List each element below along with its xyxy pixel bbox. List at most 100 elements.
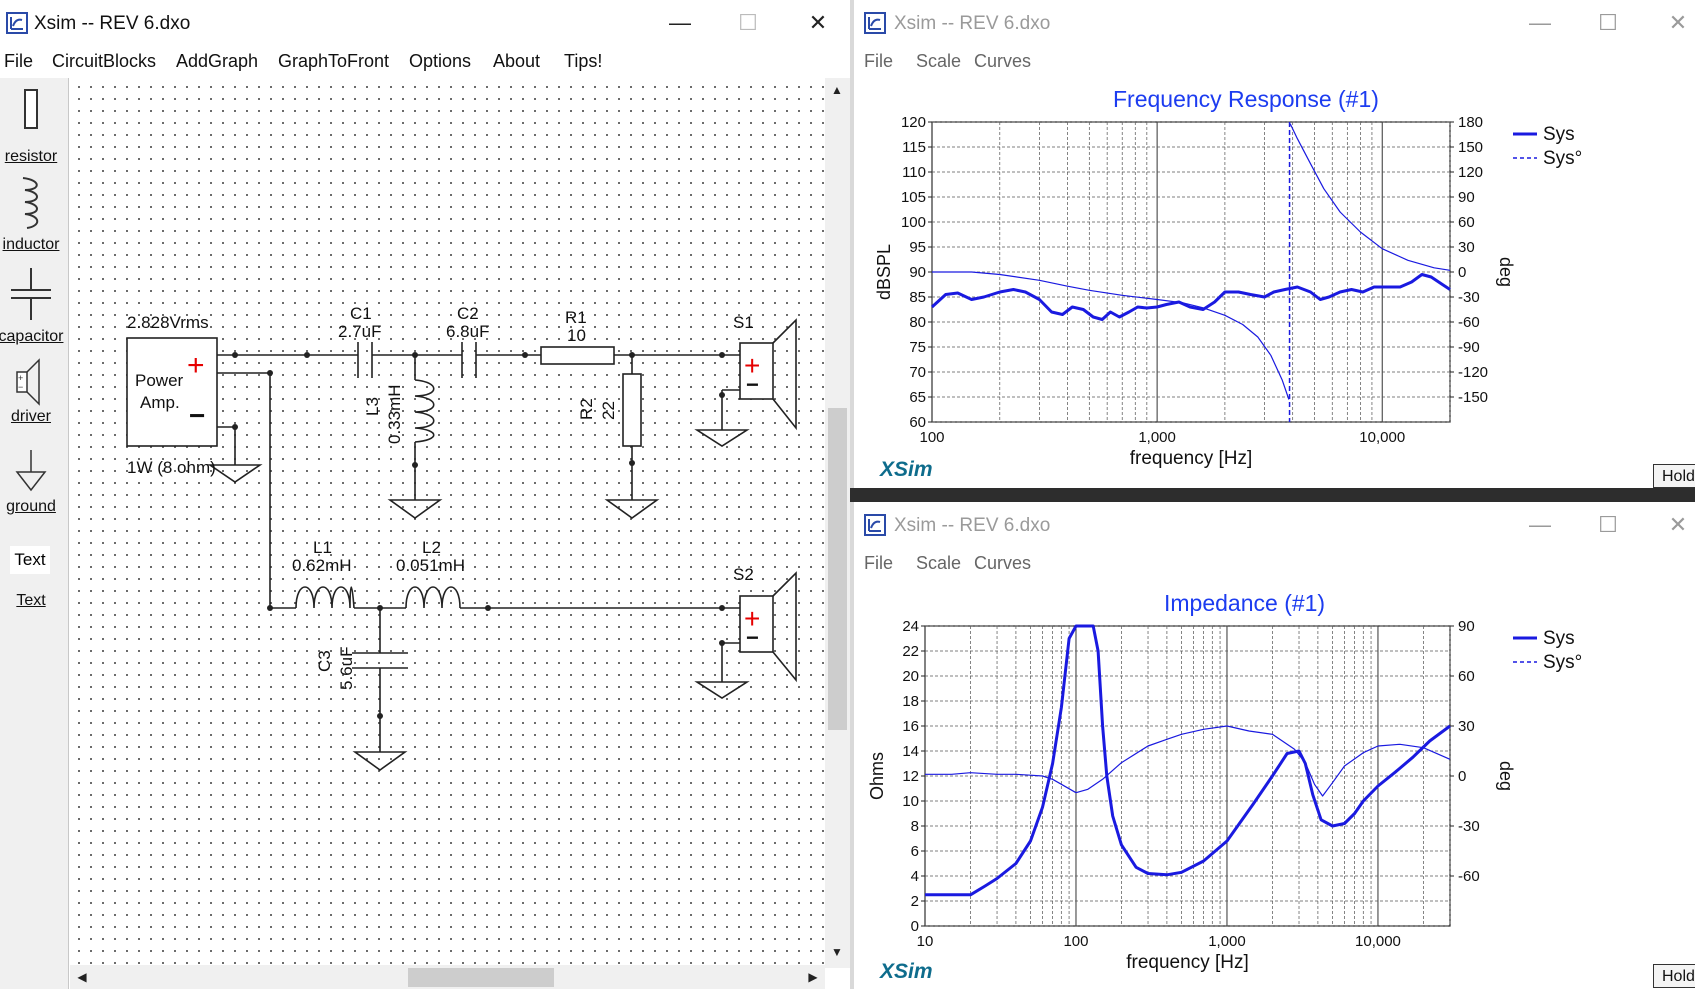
l1-name: L1 bbox=[313, 538, 332, 557]
title-bar[interactable]: Xsim -- REV 6.dxo — ☐ ✕ bbox=[854, 0, 1695, 46]
title-bar[interactable]: Xsim -- REV 6.dxo — ☐ ✕ bbox=[0, 0, 850, 46]
l1-value: 0.62mH bbox=[292, 556, 352, 575]
y-tick-label: 6 bbox=[911, 843, 919, 860]
vertical-scroll-thumb[interactable] bbox=[828, 408, 847, 730]
window-title: Xsim -- REV 6.dxo bbox=[894, 515, 1051, 536]
x-axis-label: frequency [Hz] bbox=[1130, 448, 1253, 469]
s2-plus: + bbox=[744, 603, 760, 634]
y-tick-label: 70 bbox=[909, 364, 926, 381]
tool-capacitor[interactable]: capacitor bbox=[0, 264, 68, 350]
menu-bar: File Scale Curves bbox=[854, 548, 1695, 578]
menu-tips[interactable]: Tips! bbox=[564, 51, 603, 71]
frequency-response-window: Xsim -- REV 6.dxo — ☐ ✕ File Scale Curve… bbox=[854, 0, 1695, 488]
y-tick-label: 20 bbox=[902, 668, 919, 685]
amp-minus: − bbox=[189, 400, 205, 431]
horizontal-scrollbar[interactable]: ◀ ▶ bbox=[70, 965, 825, 989]
y2-tick-label: 180 bbox=[1458, 114, 1483, 131]
magnitude-curve bbox=[930, 273, 1451, 321]
y2-tick-label: -30 bbox=[1458, 818, 1480, 835]
menu-about[interactable]: About bbox=[493, 51, 541, 71]
y-tick-label: 85 bbox=[909, 289, 926, 306]
y-axis-label: dBSPL bbox=[874, 244, 894, 300]
s2-label: S2 bbox=[733, 565, 754, 584]
phase-curve bbox=[925, 725, 1451, 797]
window-divider bbox=[850, 488, 1695, 502]
s1-minus: − bbox=[746, 372, 759, 397]
menu-graphtofront[interactable]: GraphToFront bbox=[278, 51, 390, 71]
tool-label: inductor bbox=[2, 236, 60, 253]
capacitor-icon bbox=[11, 268, 51, 320]
vertical-scrollbar[interactable]: ▲ ▼ bbox=[825, 78, 850, 968]
r1-resistor bbox=[540, 346, 615, 365]
amp-plus: + bbox=[187, 349, 205, 382]
y-tick-label: 8 bbox=[911, 818, 919, 835]
x-tick-label: 1,000 bbox=[1208, 933, 1246, 950]
scroll-up-arrow-icon[interactable]: ▲ bbox=[831, 83, 843, 97]
y-tick-label: 10 bbox=[902, 793, 919, 810]
horizontal-scroll-thumb[interactable] bbox=[408, 968, 554, 987]
schematic-canvas[interactable]: 2.828Vrms Power Amp. 1W (8 ohm) + − C1 2… bbox=[70, 78, 825, 968]
menu-scale[interactable]: Scale bbox=[916, 51, 962, 71]
y-tick-label: 24 bbox=[902, 618, 919, 635]
minimize-button[interactable]: — bbox=[1529, 512, 1551, 537]
tool-label: ground bbox=[6, 498, 56, 515]
y2-tick-label: -60 bbox=[1458, 868, 1480, 885]
y-tick-label: 14 bbox=[902, 743, 919, 760]
tool-text[interactable]: Text Text bbox=[0, 536, 68, 622]
scroll-right-arrow-icon[interactable]: ▶ bbox=[808, 970, 818, 984]
y2-tick-label: 120 bbox=[1458, 164, 1483, 181]
maximize-button[interactable]: ☐ bbox=[738, 10, 758, 35]
y-axis-label: Ohms bbox=[867, 752, 887, 800]
legend-entry: Sys° bbox=[1543, 652, 1582, 673]
x-tick-label: 10,000 bbox=[1359, 429, 1405, 446]
scroll-down-arrow-icon[interactable]: ▼ bbox=[831, 945, 843, 959]
menu-curves[interactable]: Curves bbox=[974, 553, 1032, 573]
hold-button[interactable]: Hold bbox=[1653, 964, 1695, 988]
menu-file[interactable]: File bbox=[4, 51, 34, 71]
inductor-icon bbox=[22, 177, 39, 229]
y-tick-label: 12 bbox=[902, 768, 919, 785]
tool-resistor[interactable]: resistor bbox=[0, 82, 68, 168]
c3-name: C3 bbox=[315, 650, 334, 672]
y-tick-label: 22 bbox=[902, 643, 919, 660]
maximize-button[interactable]: ☐ bbox=[1598, 512, 1618, 537]
phase-curve bbox=[1289, 123, 1451, 271]
r2-resistor bbox=[622, 373, 642, 447]
close-button[interactable]: ✕ bbox=[1668, 512, 1688, 537]
y2-tick-label: -120 bbox=[1458, 364, 1488, 381]
app-icon bbox=[864, 514, 886, 536]
menu-circuitblocks[interactable]: CircuitBlocks bbox=[52, 51, 157, 71]
legend-entry: Sys° bbox=[1543, 148, 1582, 169]
hold-button[interactable]: Hold bbox=[1653, 464, 1695, 488]
app-icon bbox=[6, 12, 28, 34]
menu-addgraph[interactable]: AddGraph bbox=[176, 51, 259, 71]
menu-options[interactable]: Options bbox=[409, 51, 472, 71]
tool-driver[interactable]: + − driver bbox=[0, 356, 68, 442]
minimize-button[interactable]: — bbox=[1529, 10, 1551, 35]
y-tick-label: 16 bbox=[902, 718, 919, 735]
close-button[interactable]: ✕ bbox=[808, 10, 828, 35]
l2-value: 0.051mH bbox=[396, 556, 465, 575]
source-label-amp: Amp. bbox=[140, 393, 180, 412]
tool-ground[interactable]: ground bbox=[0, 446, 68, 532]
title-bar[interactable]: Xsim -- REV 6.dxo — ☐ ✕ bbox=[854, 502, 1695, 548]
x-tick-label: 10,000 bbox=[1355, 933, 1401, 950]
scroll-left-arrow-icon[interactable]: ◀ bbox=[77, 970, 87, 984]
y2-tick-label: -150 bbox=[1458, 389, 1488, 406]
circuit-diagram: 2.828Vrms Power Amp. 1W (8 ohm) + − C1 2… bbox=[126, 304, 797, 771]
minimize-button[interactable]: — bbox=[669, 10, 691, 35]
close-button[interactable]: ✕ bbox=[1668, 10, 1688, 35]
menu-file[interactable]: File bbox=[864, 51, 894, 71]
r2-value: 22 bbox=[599, 401, 618, 420]
maximize-button[interactable]: ☐ bbox=[1598, 10, 1618, 35]
menu-scale[interactable]: Scale bbox=[916, 553, 962, 573]
y2-tick-label: -90 bbox=[1458, 339, 1480, 356]
menu-curves[interactable]: Curves bbox=[974, 51, 1032, 71]
y2-tick-label: 150 bbox=[1458, 139, 1483, 156]
c3-value: 5.6uF bbox=[337, 647, 356, 690]
xsim-logo: XSim bbox=[880, 458, 933, 481]
tool-inductor[interactable]: inductor bbox=[0, 174, 68, 260]
menu-file[interactable]: File bbox=[864, 553, 894, 573]
